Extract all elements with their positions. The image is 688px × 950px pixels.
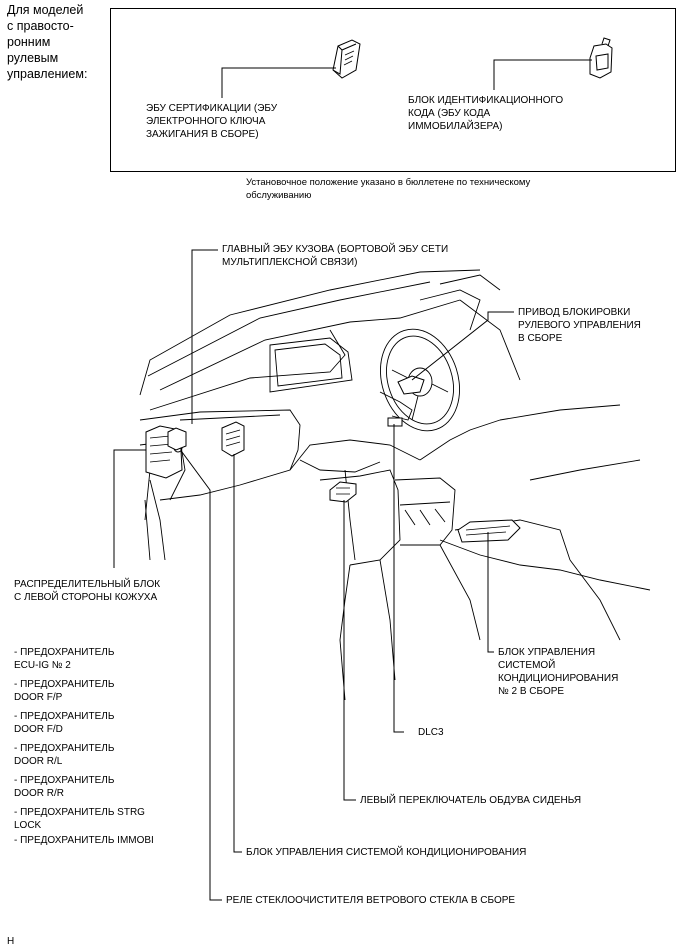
steering-lock-actuator-icon <box>397 375 425 395</box>
label-dlc3: DLC3 <box>418 727 444 738</box>
label-seat-blower-switch: ЛЕВЫЙ ПЕРЕКЛЮЧАТЕЛЬ ОБДУВА СИДЕНЬЯ <box>360 795 582 806</box>
label-main-body-ecu: ГЛАВНЫЙ ЭБУ КУЗОВА (БОРТОВОЙ ЭБУ СЕТИ МУ… <box>222 244 449 268</box>
leader-junction-block <box>113 449 146 568</box>
leader-main-body-ecu <box>191 249 218 424</box>
label-id-block: БЛОК ИДЕНТИФИКАЦИОННОГО КОДА (ЭБУ КОДА И… <box>408 95 564 132</box>
dlc3-icon <box>387 417 403 427</box>
fuse-item: - ПРЕДОХРАНИТЕЛЬ DOOR F/D <box>14 711 115 735</box>
leader-steering-lock <box>411 311 514 381</box>
leader-seat-blower <box>343 500 356 801</box>
fuse-item: - ПРЕДОХРАНИТЕЛЬ DOOR F/P <box>14 679 115 703</box>
label-steering-lock: ПРИВОД БЛОКИРОВКИ РУЛЕВОГО УПРАВЛЕНИЯ В … <box>518 307 641 344</box>
id-code-block-icon <box>589 37 613 79</box>
label-wiper-relay: РЕЛЕ СТЕКЛООЧИСТИТЕЛЯ ВЕТРОВОГО СТЕКЛА В… <box>226 895 516 906</box>
fuse-item: - ПРЕДОХРАНИТЕЛЬ DOOR R/R <box>14 775 115 799</box>
rhd-note: Для моделей с правосто- ронним рулевым у… <box>7 3 88 81</box>
figure-code: H <box>7 936 15 947</box>
leader-id-block <box>493 59 592 90</box>
steering-wheel-drawing <box>379 328 461 432</box>
fuse-item: - ПРЕДОХРАНИТЕЛЬ STRG LOCK <box>14 807 145 831</box>
fuse-item: - ПРЕДОХРАНИТЕЛЬ DOOR R/L <box>14 743 115 767</box>
label-ac-control-2: БЛОК УПРАВЛЕНИЯ СИСТЕМОЙ КОНДИЦИОНИРОВАН… <box>498 647 619 697</box>
leader-ac-control-2 <box>487 532 494 653</box>
fuse-item: - ПРЕДОХРАНИТЕЛЬ ECU-IG № 2 <box>14 647 115 671</box>
ac-control-2-icon <box>457 519 521 543</box>
fuse-item: - ПРЕДОХРАНИТЕЛЬ IMMOBI <box>14 835 154 846</box>
dashboard-drawing <box>139 269 651 701</box>
seat-blower-switch-icon <box>329 481 357 503</box>
leader-ac-control <box>233 454 242 853</box>
label-cert-ecu: ЭБУ СЕРТИФИКАЦИИ (ЭБУ ЭЛЕКТРОННОГО КЛЮЧА… <box>146 103 278 140</box>
ac-control-icon <box>221 421 245 457</box>
main-body-ecu-icon <box>167 427 187 451</box>
label-junction-block: РАСПРЕДЕЛИТЕЛЬНЫЙ БЛОК С ЛЕВОЙ СТОРОНЫ К… <box>14 579 161 603</box>
inset-frame <box>110 8 676 172</box>
leader-cert-ecu <box>221 67 336 98</box>
certification-ecu-icon <box>332 39 361 79</box>
leader-dlc3 <box>393 424 404 733</box>
leader-wiper-relay <box>181 451 222 901</box>
label-ac-control: БЛОК УПРАВЛЕНИЯ СИСТЕМОЙ КОНДИЦИОНИРОВАН… <box>246 847 527 858</box>
service-bulletin-note: Установочное положение указано в бюллете… <box>246 177 531 201</box>
